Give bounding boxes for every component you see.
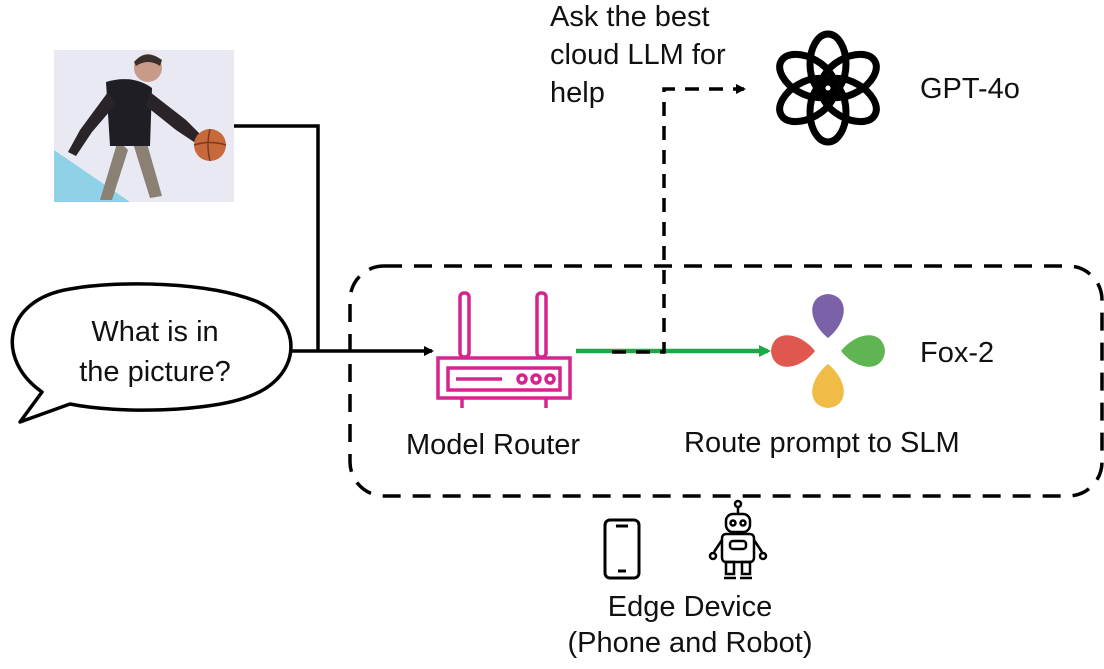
openai-logo-icon (776, 30, 880, 146)
robot-icon (708, 499, 768, 580)
annotation-line-1: Ask the best (550, 1, 710, 33)
photo-connector-line (234, 124, 320, 351)
edge-device-label-1: Edge Device (607, 591, 773, 623)
cloud-fallback-arrow (612, 84, 746, 354)
annotation-line-2: cloud LLM for (550, 39, 726, 71)
annotation-line-3: help (550, 77, 605, 109)
phone-icon (603, 518, 641, 580)
speech-bubble (10, 282, 293, 424)
edge-device-boundary (348, 264, 1104, 498)
edge-device-label-2: (Phone and Robot) (567, 627, 813, 659)
bubble-line-2: the picture? (79, 356, 231, 388)
fox-petal-logo-icon (771, 294, 885, 408)
slm-label: Fox-2 (920, 337, 995, 369)
route-label: Route prompt to SLM (684, 427, 960, 459)
router-icon (436, 291, 572, 408)
input-photo (54, 50, 234, 202)
router-label: Model Router (406, 429, 581, 461)
bubble-line-1: What is in (91, 316, 219, 348)
cloud-model-label: GPT-4o (920, 73, 1020, 105)
